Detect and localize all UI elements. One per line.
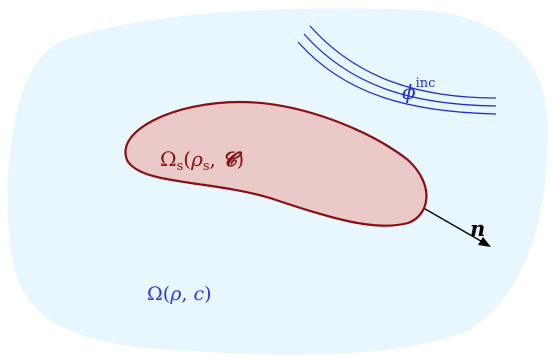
fluid-label: Ω(ρ, c) [147, 283, 212, 305]
normal-arrowhead-icon [478, 237, 491, 247]
solid-body [124, 100, 428, 227]
normal-arrow-shaft [419, 205, 487, 245]
fluid-symbol: Ω [147, 283, 163, 305]
fluid-density-symbol: ρ [169, 283, 182, 305]
solid-density-subscript: s [203, 159, 210, 174]
solid-density-symbol: ρ [190, 147, 203, 171]
wavefront-line-1 [297, 41, 497, 115]
solid-subscript: s [177, 159, 184, 174]
solid-symbol: Ω [160, 147, 177, 171]
incident-superscript: inc [416, 76, 436, 91]
normal-arrow [419, 205, 491, 247]
fluid-close-paren: ) [204, 283, 211, 305]
incident-wave [297, 25, 497, 115]
fluid-separator: , [181, 283, 193, 305]
solid-close-paren: ) [236, 147, 244, 171]
solid-open-paren: ( [183, 147, 191, 171]
wavefront-line-2 [303, 33, 497, 107]
incident-label: ϕinc [402, 76, 435, 104]
wavefront-line-3 [309, 25, 497, 99]
fluid-speed-symbol: c [193, 283, 204, 305]
normal-symbol: 𝒏 [470, 216, 485, 241]
incident-symbol: ϕ [402, 80, 416, 104]
solid-separator: , [210, 147, 223, 171]
solid-label: Ωs(ρs, 𝓒) [160, 147, 244, 174]
normal-label: 𝒏 [470, 216, 485, 241]
fluid-open-paren: ( [163, 283, 170, 305]
